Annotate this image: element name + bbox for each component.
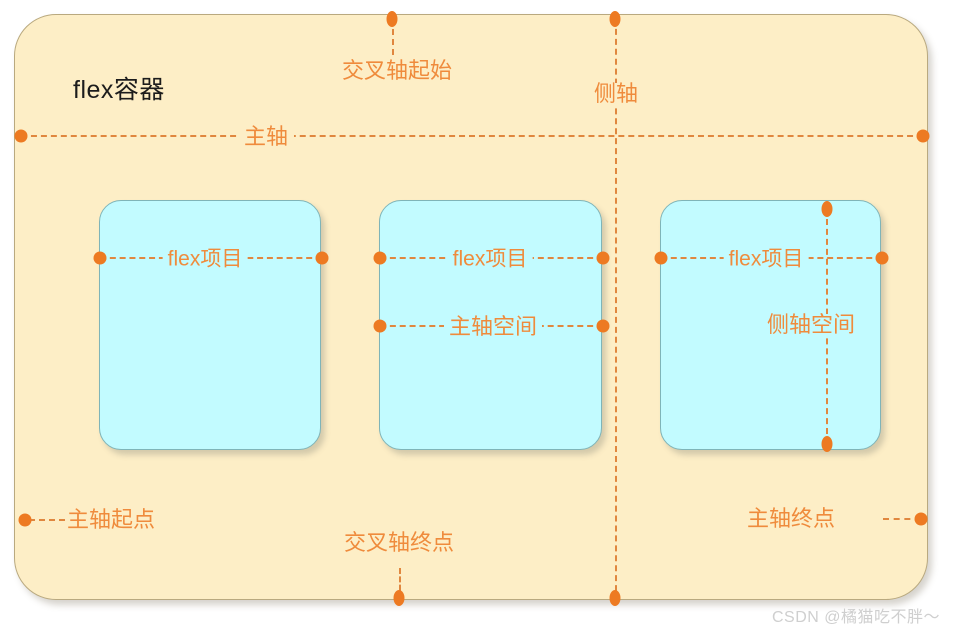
main-axis-start-dot [14,129,28,143]
cross-axis-start-line [392,19,394,55]
main-axis-space-end-dot [596,319,610,333]
flex-item-width-start-dot [373,251,387,265]
flex-item: flex项目 [93,200,329,450]
side-axis-top-dot [609,11,621,27]
cross-axis-start-top-dot [386,11,398,27]
flex-item-label: flex项目 [447,248,533,270]
main-axis-start-stub-line [29,519,65,521]
main-axis-end-dot [916,129,930,143]
flex-container: flex容器 主轴 交叉轴起始 侧轴 交叉轴终点 主轴起点 主轴终点 [14,14,930,601]
flex-item-width-end-dot [596,251,610,265]
flex-item: flex项目 侧轴空间 [654,200,889,452]
flex-item-label: flex项目 [162,248,248,270]
main-axis-end-label: 主轴终点 [746,506,835,531]
flex-item: flex项目 主轴空间 [373,200,610,450]
side-axis-bottom-dot [609,590,621,606]
main-axis-space-start-dot [373,319,387,333]
main-axis-start-point-dot [18,513,32,527]
main-axis-space-label: 主轴空间 [443,316,543,338]
flex-item-width-start-dot [93,251,107,265]
side-axis-space-label: 侧轴空间 [761,314,861,336]
side-axis-line [615,19,617,601]
side-axis-space-end-dot [821,436,833,452]
flex-item-width-end-dot [875,251,889,265]
cross-axis-end-line [399,568,401,599]
cross-axis-start-label: 交叉轴起始 [341,58,453,83]
watermark: CSDN @橘猫吃不胖～ [771,609,940,626]
main-axis-start-label: 主轴起点 [67,507,156,532]
flex-item-label: flex项目 [723,248,809,270]
cross-axis-end-label: 交叉轴终点 [343,530,455,555]
main-axis-line [21,135,923,137]
cross-axis-end-bottom-dot [393,590,405,606]
side-axis-space-start-dot [821,201,833,217]
main-axis-end-point-dot [914,512,928,526]
main-axis-end-stub-line [883,518,921,520]
flex-container-title: flex容器 [73,76,165,104]
side-axis-label: 侧轴 [587,83,645,105]
flex-item-width-start-dot [654,251,668,265]
flex-item-width-end-dot [315,251,329,265]
main-axis-label: 主轴 [237,126,295,148]
